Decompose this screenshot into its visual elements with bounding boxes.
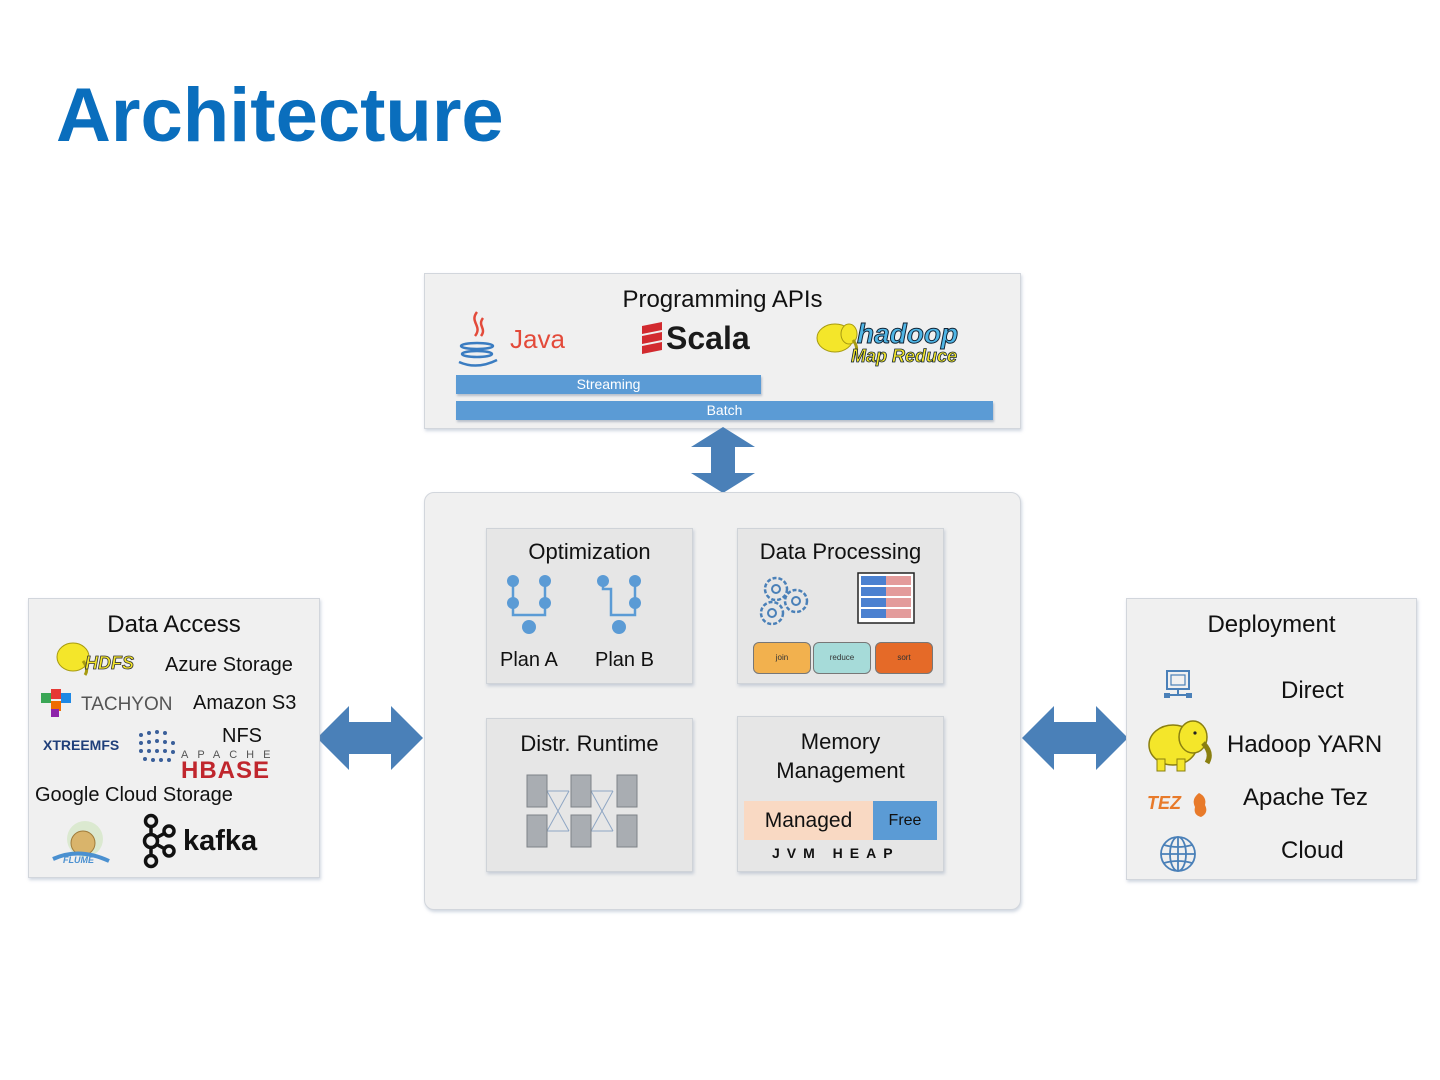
flume-log-icon	[52, 821, 110, 863]
join-operator: join	[753, 642, 811, 674]
right-double-arrow	[1022, 706, 1128, 770]
hdfs-elephant-icon	[56, 642, 90, 676]
azure-storage: Azure Storage	[165, 654, 293, 676]
sort-operator: sort	[875, 642, 933, 674]
jvm-heap-label: JVM HEAP	[772, 845, 900, 861]
scala-stairs-icon	[642, 322, 662, 354]
nfs: NFS	[222, 725, 262, 747]
data-processing-box: Data Processing join reduce sort	[737, 528, 944, 684]
distr-runtime-title: Distr. Runtime	[520, 731, 659, 756]
scala-logo: Scala	[640, 320, 760, 362]
java-text: Java	[510, 324, 565, 354]
java-logo: Java	[455, 310, 565, 370]
table-icon	[857, 572, 915, 624]
deployment-cloud: Cloud	[1281, 837, 1344, 864]
plan-b-label: Plan B	[595, 649, 654, 671]
deployment-hadoop-yarn: Hadoop YARN	[1227, 731, 1383, 758]
data-processing-title: Data Processing	[759, 539, 922, 564]
servers-network-icon	[526, 774, 638, 848]
data-access-title: Data Access	[107, 611, 241, 638]
vertical-double-arrow	[691, 427, 755, 493]
page-title: Architecture	[56, 73, 504, 158]
deployment-title: Deployment	[1207, 611, 1336, 638]
memory-management-box: Memory Management Managed Free JVM HEAP	[737, 716, 944, 872]
optimization-box: Optimization Plan A Plan B	[486, 528, 693, 684]
hadoop-text: hadoop	[856, 318, 959, 350]
hadoop-elephant-icon	[1148, 720, 1212, 772]
free-memory-block: Free	[873, 801, 937, 840]
programming-apis-panel: Programming APIs Java Scala hadoop Map R…	[424, 273, 1021, 429]
data-access-panel: Data Access HDFS Azure Storage TACHYON A…	[28, 598, 320, 878]
memory-management-title-line2: Management	[776, 758, 905, 783]
optimization-title: Optimization	[528, 539, 651, 564]
deployment-apache-tez: Apache Tez	[1243, 784, 1368, 811]
memory-management-title-line1: Memory	[800, 729, 881, 754]
java-cup-icon	[458, 311, 498, 367]
reduce-operator: reduce	[813, 642, 871, 674]
distr-runtime-box: Distr. Runtime	[486, 718, 693, 872]
kafka-nodes-icon	[142, 813, 176, 869]
deployment-panel: Deployment Direct Hadoop YARN TEZ Apache…	[1126, 598, 1417, 880]
core-container: Optimization Plan A Plan B Data Processi…	[424, 492, 1021, 910]
amazon-s3: Amazon S3	[193, 692, 297, 714]
left-double-arrow	[317, 706, 423, 770]
managed-memory-block: Managed	[744, 801, 873, 840]
deployment-direct: Direct	[1281, 677, 1344, 704]
hadoop-mapreduce-logo: hadoop Map Reduce	[813, 318, 993, 372]
google-cloud-storage: Google Cloud Storage	[35, 784, 233, 806]
tez-animal-icon	[1193, 793, 1207, 817]
plan-b-icon	[597, 575, 641, 634]
tachyon-cubes-icon	[41, 689, 71, 717]
mapreduce-text: Map Reduce	[851, 346, 958, 367]
programming-apis-title: Programming APIs	[622, 286, 823, 313]
computer-icon	[1164, 670, 1192, 698]
globe-icon	[1160, 836, 1196, 872]
scala-text: Scala	[666, 320, 750, 356]
plan-a-label: Plan A	[500, 649, 558, 671]
xtreemfs-dots-icon	[139, 730, 175, 762]
gears-icon	[759, 576, 809, 626]
batch-bar: Batch	[456, 401, 993, 420]
hadoop-elephant-icon	[816, 323, 859, 355]
plan-a-icon	[507, 575, 551, 634]
streaming-bar: Streaming	[456, 375, 761, 394]
